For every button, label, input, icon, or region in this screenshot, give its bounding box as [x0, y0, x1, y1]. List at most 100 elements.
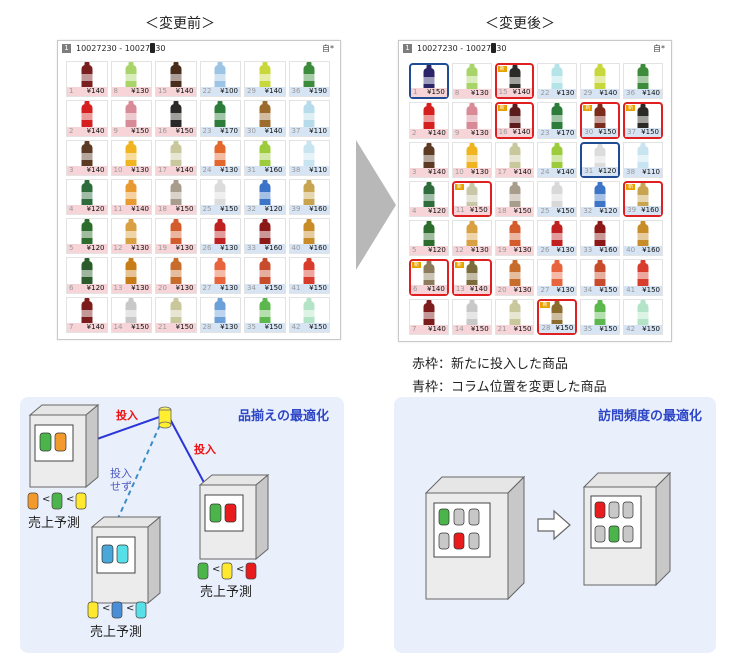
slot-cell[interactable]: 1¥140 — [66, 61, 108, 98]
slot-price: ¥130 — [470, 246, 489, 255]
slot-cell[interactable]: 28¥130 — [199, 296, 241, 333]
slot-cell[interactable]: 29¥140 — [244, 61, 286, 98]
slot-cell[interactable]: 42¥150 — [288, 296, 330, 333]
slot-strip: 21¥150 — [156, 322, 196, 332]
slot-cell[interactable]: 17¥140 — [155, 139, 197, 176]
slot-cell[interactable]: 8¥130 — [110, 61, 152, 98]
slot-cell[interactable]: 1¥150 — [409, 63, 449, 100]
slot-cell[interactable]: 6¥120 — [66, 257, 108, 294]
slot-cell[interactable]: 17¥140 — [494, 141, 535, 178]
new-badge: 新 — [454, 183, 464, 190]
slot-cell[interactable]: 36¥190 — [288, 61, 330, 98]
slot-cell[interactable]: 26¥130 — [199, 218, 241, 255]
slot-cell[interactable]: 25¥150 — [537, 180, 578, 218]
slot-price: ¥150 — [427, 88, 445, 97]
slot-cell[interactable]: 12¥130 — [110, 218, 152, 255]
slot-cell[interactable]: 3¥140 — [66, 139, 108, 176]
slot-cell[interactable]: 20¥130 — [155, 257, 197, 294]
slot-cell[interactable]: 18¥150 — [155, 178, 197, 216]
slot-cell[interactable]: 32¥120 — [244, 178, 286, 216]
slot-cell[interactable]: 30¥140 — [244, 100, 286, 137]
slot-cell[interactable]: 32¥120 — [580, 180, 621, 218]
bottle-icon — [509, 142, 521, 170]
slot-cell[interactable]: 16¥150 — [155, 100, 197, 137]
slot-cell[interactable]: 38¥110 — [623, 141, 663, 178]
slot-strip: 39¥160 — [625, 206, 661, 216]
slot-price: ¥150 — [175, 322, 194, 331]
slot-cell[interactable]: 34¥150 — [244, 257, 286, 294]
slot-strip: 26¥130 — [200, 244, 240, 254]
slot-cell[interactable]: 14¥150 — [451, 298, 492, 335]
slot-cell[interactable]: 35¥150 — [244, 296, 286, 333]
slot-cell[interactable]: 14¥150 — [110, 296, 152, 333]
slot-cell[interactable]: 40¥160 — [623, 220, 663, 257]
slot-cell[interactable]: 23¥170 — [537, 102, 578, 139]
slot-cell[interactable]: 8¥130 — [451, 63, 492, 100]
slot-cell[interactable]: 9¥150 — [110, 100, 152, 137]
slot-cell[interactable]: 31¥160 — [244, 139, 286, 176]
slot-cell[interactable]: 21¥150 — [494, 298, 535, 335]
slot-cell[interactable]: 23¥170 — [199, 100, 241, 137]
slot-cell[interactable]: 9¥130 — [451, 102, 492, 139]
slot-cell[interactable]: 19¥130 — [155, 218, 197, 255]
slot-cell[interactable]: 29¥140 — [580, 63, 621, 100]
slot-cell[interactable]: 22¥100 — [199, 61, 241, 98]
slot-cell[interactable]: 33¥160 — [244, 218, 286, 255]
slot-cell[interactable]: 36¥140 — [623, 63, 663, 100]
slot-cell[interactable]: 26¥130 — [537, 220, 578, 257]
slot-cell[interactable]: 40¥160 — [288, 218, 330, 255]
slot-cell[interactable]: 41¥150 — [623, 259, 663, 296]
slot-cell[interactable]: 24¥130 — [199, 139, 241, 176]
slot-price: ¥130 — [470, 128, 489, 137]
slot-cell[interactable]: 22¥130 — [537, 63, 578, 100]
slot-cell[interactable]: 24¥140 — [537, 141, 578, 178]
slot-cell[interactable]: 12¥130 — [451, 220, 492, 257]
slot-cell[interactable]: 4¥120 — [409, 180, 449, 218]
slot-cell[interactable]: 34¥150 — [580, 259, 621, 296]
slot-strip: 36¥140 — [624, 89, 662, 99]
slot-cell[interactable]: 37¥110 — [288, 100, 330, 137]
slot-cell[interactable]: 5¥120 — [66, 218, 108, 255]
slot-price: ¥130 — [131, 283, 149, 292]
panel-settings[interactable]: 自* — [322, 44, 334, 53]
slot-cell[interactable]: 25¥150 — [199, 178, 241, 216]
slot-cell[interactable]: 13¥130 — [110, 257, 152, 294]
slot-cell[interactable]: 31¥120 — [580, 141, 621, 178]
slot-cell[interactable]: 27¥130 — [537, 259, 578, 296]
diagram-title: 品揃えの最適化 — [238, 409, 330, 424]
slot-cell[interactable]: 3¥140 — [409, 141, 449, 178]
slot-cell[interactable]: 7¥140 — [66, 296, 108, 333]
bottle-icon — [125, 219, 137, 247]
slot-cell[interactable]: 42¥150 — [623, 298, 663, 335]
slot-cell[interactable]: 2¥140 — [409, 102, 449, 139]
slot-cell[interactable]: 19¥130 — [494, 220, 535, 257]
slot-cell[interactable]: 41¥150 — [288, 257, 330, 294]
slot-cell[interactable]: 5¥120 — [409, 220, 449, 257]
slot-cell[interactable]: 2¥140 — [66, 100, 108, 137]
slot-cell[interactable]: 7¥140 — [409, 298, 449, 335]
slot-cell[interactable]: 20¥130 — [494, 259, 535, 296]
slot-cell[interactable]: 33¥160 — [580, 220, 621, 257]
slot-cell[interactable]: 15¥140 — [155, 61, 197, 98]
slot-price: ¥160 — [309, 205, 327, 214]
slot-cell[interactable]: 10¥130 — [451, 141, 492, 178]
panel-settings[interactable]: 自* — [653, 44, 665, 53]
slot-cell[interactable]: 10¥130 — [110, 139, 152, 176]
slot-cell[interactable]: 4¥120 — [66, 178, 108, 216]
slot-cell[interactable]: 21¥150 — [155, 296, 197, 333]
slot-cell[interactable]: 18¥150 — [494, 180, 535, 218]
slot-cell[interactable]: 39¥160 — [288, 178, 330, 216]
slot-cell[interactable]: 38¥110 — [288, 139, 330, 176]
slot-cell[interactable]: 35¥150 — [580, 298, 621, 335]
slot-cell[interactable]: 27¥130 — [199, 257, 241, 294]
slot-cell[interactable]: 11¥140 — [110, 178, 152, 216]
